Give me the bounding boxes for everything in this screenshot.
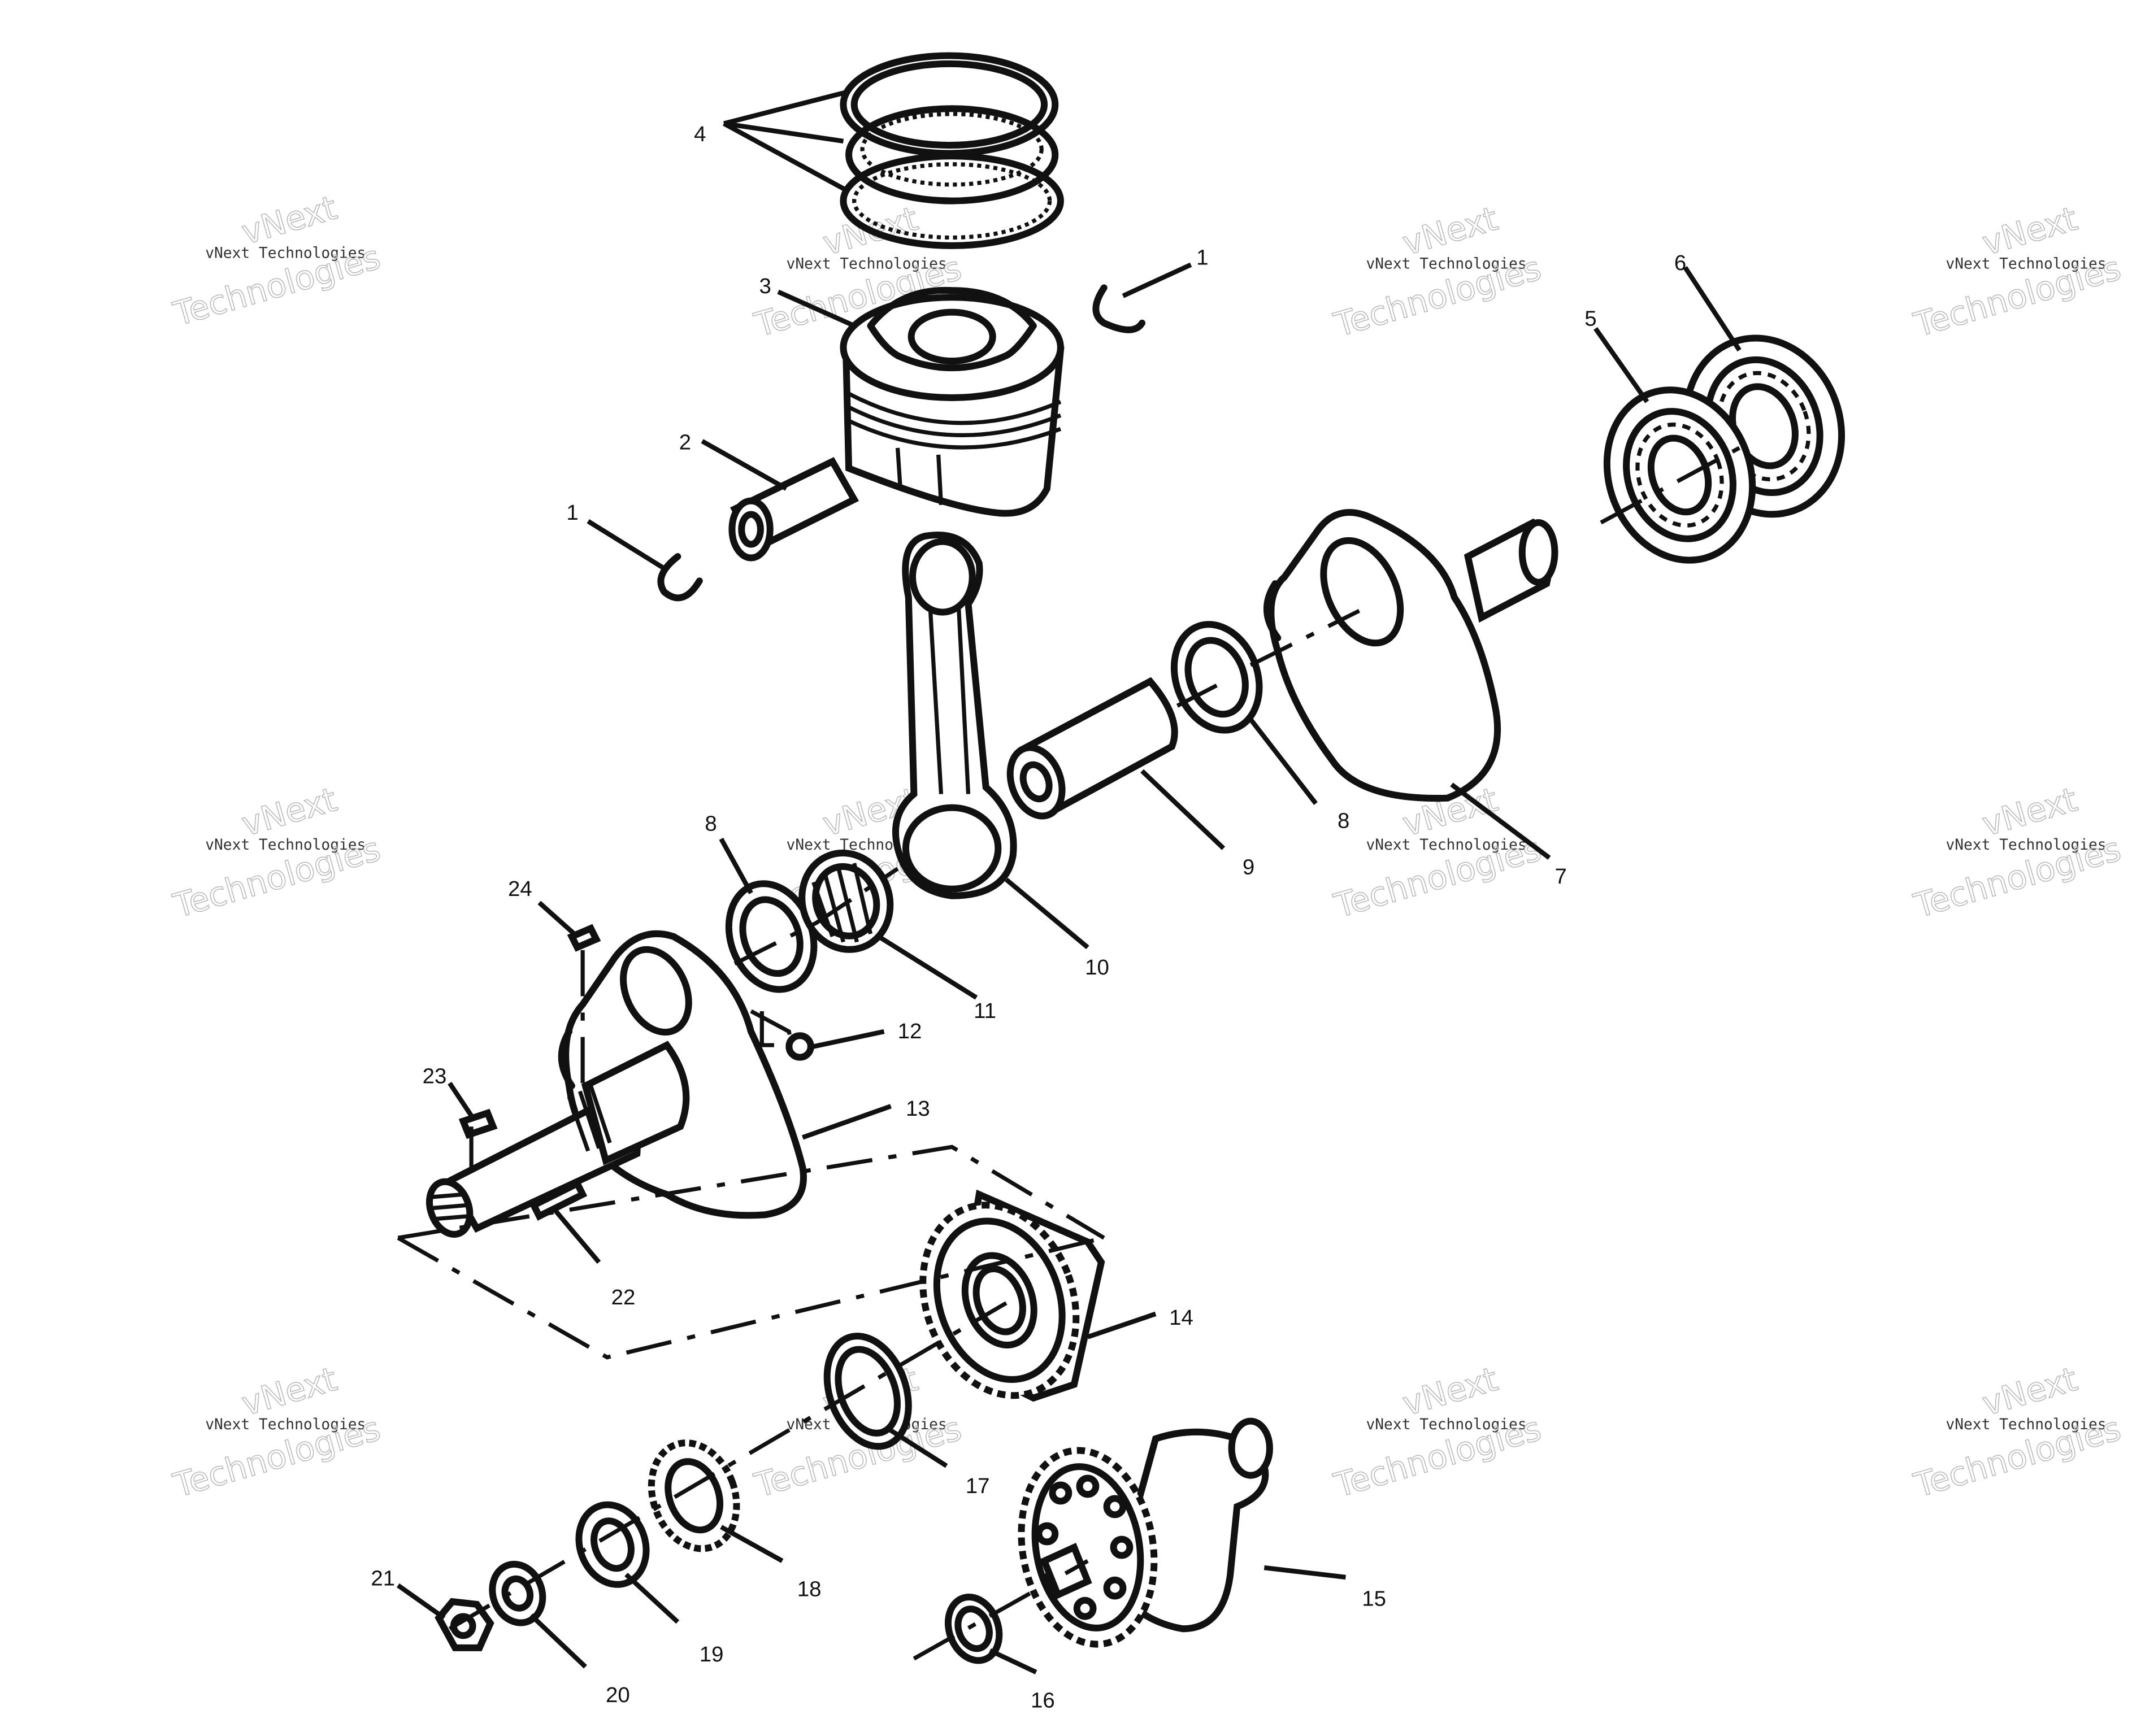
watermark-word: vNext — [237, 780, 341, 843]
callout-8: 8 — [705, 811, 717, 836]
leader-lines — [396, 90, 1742, 1674]
thrust-washer-left — [725, 880, 818, 993]
woodruff-key-24 — [567, 924, 601, 952]
circlip-top — [1092, 284, 1146, 333]
connecting-rod — [892, 532, 1017, 899]
watermark-word: vNext — [1978, 1360, 2082, 1423]
watermark-text: vNext Technologies — [787, 256, 947, 273]
watermark-word: vNext — [1978, 199, 2082, 263]
watermark: vNext Technologies vNext Technologies — [169, 1359, 385, 1506]
callout-2: 2 — [679, 430, 691, 454]
watermark-word: vNext — [237, 1360, 341, 1423]
callout-6: 6 — [1674, 251, 1686, 275]
callout-10: 10 — [1085, 955, 1109, 980]
callout-22: 22 — [611, 1285, 636, 1309]
watermark-text: vNext Technologies — [1946, 256, 2106, 273]
watermark: vNext Technologies vNext Technologies — [1330, 780, 1546, 926]
callout-1: 1 — [566, 501, 578, 525]
crank-pin — [1006, 677, 1178, 820]
watermark-text: vNext Technologies — [1946, 837, 2106, 854]
piston-rings — [840, 52, 1064, 249]
crankshaft-half-right — [1263, 509, 1558, 802]
key-23 — [458, 1108, 498, 1139]
callout-8: 8 — [1338, 809, 1349, 833]
watermark: vNext Technologies vNext Technologies — [1330, 199, 1546, 345]
callout-13: 13 — [906, 1097, 930, 1121]
callout-4: 4 — [694, 122, 706, 146]
watermark-text: vNext Technologies — [205, 1416, 366, 1433]
watermark-text: vNext Technologies — [1366, 837, 1526, 854]
watermark-text: vNext Technologies — [205, 245, 366, 262]
callout-20: 20 — [606, 1683, 630, 1707]
callout-9: 9 — [1243, 855, 1254, 879]
small-gear — [648, 1439, 740, 1552]
callout-1: 1 — [1196, 246, 1208, 270]
watermark: vNext Technologies vNext Technologies — [1330, 1359, 1546, 1506]
callout-14: 14 — [1169, 1306, 1193, 1330]
callout-15: 15 — [1362, 1586, 1386, 1611]
lock-nut — [575, 1501, 650, 1588]
piston — [840, 286, 1065, 517]
watermark: vNext Technologies vNext Technologies — [169, 188, 385, 334]
watermark: vNext Technologies vNext Technologies — [1909, 1359, 2126, 1506]
watermark: vNext Technologies vNext Technologies — [1909, 199, 2126, 345]
callout-17: 17 — [966, 1474, 990, 1498]
crankshaft-half-left — [426, 930, 807, 1238]
balancer-shaft — [1018, 1417, 1273, 1648]
circlip-left — [657, 553, 703, 602]
watermark-text: vNext Technologies — [1366, 256, 1526, 273]
ball — [785, 1032, 814, 1061]
watermark-word: vNext — [1399, 199, 1502, 263]
watermark-word: vNext — [237, 188, 341, 251]
callout-12: 12 — [898, 1019, 922, 1043]
watermark-text: vNext Technologies — [205, 837, 366, 854]
watermark-word: vNext — [1399, 1360, 1502, 1423]
callout-18: 18 — [797, 1577, 822, 1602]
pin-22 — [529, 1179, 588, 1221]
callout-16: 16 — [1031, 1689, 1055, 1713]
thrust-washer-right — [1170, 621, 1263, 734]
watermark-text: vNext Technologies — [1366, 1416, 1526, 1433]
wrist-pin — [728, 457, 859, 562]
drive-gear — [919, 1189, 1105, 1402]
callout-21: 21 — [371, 1566, 395, 1590]
callout-3: 3 — [759, 274, 771, 298]
watermark-text: vNext Technologies — [1946, 1416, 2106, 1433]
callout-23: 23 — [423, 1064, 447, 1088]
centerlines — [397, 446, 1740, 1661]
washer-20 — [489, 1560, 546, 1626]
callout-5: 5 — [1584, 307, 1596, 331]
callout-24: 24 — [508, 877, 532, 901]
callouts: 1 1 2 3 4 5 6 7 8 8 9 10 11 12 13 14 15 … — [371, 122, 1686, 1713]
callout-7: 7 — [1555, 864, 1566, 889]
watermark-word: vNext — [1978, 780, 2082, 843]
callout-11: 11 — [974, 999, 996, 1023]
watermark: vNext Technologies vNext Technologies — [1909, 780, 2126, 926]
callout-19: 19 — [700, 1642, 724, 1667]
watermark: vNext Technologies vNext Technologies — [169, 780, 385, 926]
